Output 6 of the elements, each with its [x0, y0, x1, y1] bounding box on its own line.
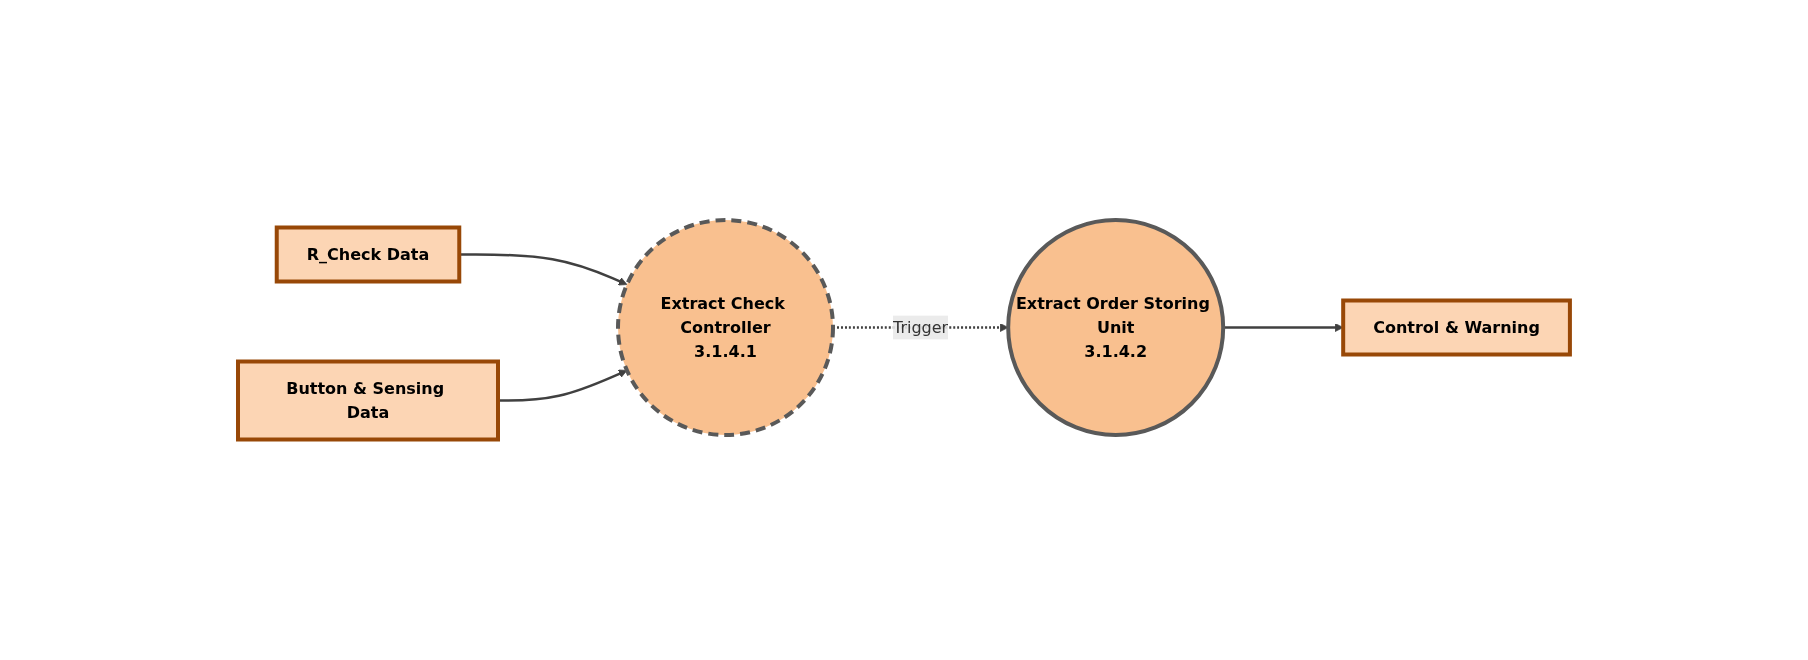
node-circle: Extract Order Storing Unit 3.1.4.2 [1006, 218, 1226, 438]
node-box: Button & Sensing Data [236, 359, 501, 442]
edge-label: Trigger [893, 317, 949, 337]
node-box: R_Check Data [274, 225, 462, 284]
node-circle: Extract Check Controller 3.1.4.1 [616, 218, 836, 438]
node-box: Control & Warning [1341, 298, 1572, 357]
